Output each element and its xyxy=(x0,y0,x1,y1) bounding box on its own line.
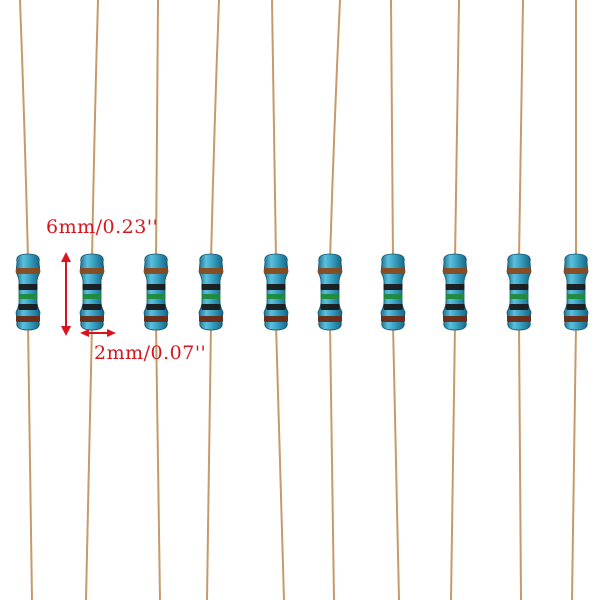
color-band xyxy=(199,316,223,322)
resistor xyxy=(563,0,589,600)
color-band xyxy=(264,316,288,322)
color-band xyxy=(509,294,529,299)
color-band xyxy=(443,268,467,274)
color-band xyxy=(566,304,586,310)
dimension-markers xyxy=(61,252,116,337)
resistor xyxy=(263,0,289,600)
color-band xyxy=(318,316,342,322)
color-band xyxy=(199,268,223,274)
color-band xyxy=(201,304,221,310)
lead-wire xyxy=(392,323,400,600)
resistor xyxy=(380,0,406,600)
height-arrow-head-top xyxy=(61,252,71,262)
lead-wire xyxy=(271,0,277,261)
lead-wire xyxy=(390,0,394,261)
color-band xyxy=(266,304,286,310)
color-band xyxy=(509,304,529,310)
color-band xyxy=(445,284,465,290)
color-band xyxy=(16,268,40,274)
color-band xyxy=(507,316,531,322)
color-band xyxy=(320,304,340,310)
resistor xyxy=(317,0,343,600)
color-band xyxy=(266,284,286,290)
lead-wire xyxy=(275,323,285,600)
color-band xyxy=(383,294,403,299)
resistor xyxy=(506,0,532,600)
resistor xyxy=(198,0,224,600)
color-band xyxy=(507,268,531,274)
resistor xyxy=(79,0,105,600)
color-band xyxy=(443,316,467,322)
color-band xyxy=(381,316,405,322)
lead-wire xyxy=(518,0,524,261)
color-band xyxy=(18,284,38,290)
height-dimension-label: 6mm/0.23'' xyxy=(46,216,159,238)
color-band xyxy=(82,304,102,310)
color-band xyxy=(383,284,403,290)
color-band xyxy=(383,304,403,310)
color-band xyxy=(564,268,588,274)
color-band xyxy=(146,284,166,290)
resistor xyxy=(442,0,468,600)
color-band xyxy=(264,268,288,274)
color-band xyxy=(266,294,286,299)
lead-wire xyxy=(329,0,341,261)
lead-wire xyxy=(19,0,29,261)
lead-wire xyxy=(329,323,335,600)
color-band xyxy=(18,304,38,310)
lead-wire xyxy=(210,0,220,261)
color-band xyxy=(144,316,168,322)
color-band xyxy=(146,294,166,299)
color-band xyxy=(566,294,586,299)
lead-wire xyxy=(91,0,99,261)
lead-wire xyxy=(450,323,456,600)
color-band xyxy=(18,294,38,299)
lead-wire xyxy=(571,323,577,600)
color-band xyxy=(82,294,102,299)
color-band xyxy=(146,304,166,310)
resistor xyxy=(143,0,169,600)
color-band xyxy=(445,304,465,310)
lead-wire xyxy=(206,323,212,600)
lead-wire xyxy=(155,323,161,600)
color-band xyxy=(445,294,465,299)
color-band xyxy=(320,294,340,299)
color-band xyxy=(82,284,102,290)
resistor-group xyxy=(15,0,589,600)
width-arrow-head-left xyxy=(80,329,89,337)
color-band xyxy=(201,294,221,299)
lead-wire xyxy=(85,323,93,600)
color-band xyxy=(564,316,588,322)
lead-wire xyxy=(518,323,522,600)
color-band xyxy=(80,316,104,322)
color-band xyxy=(509,284,529,290)
lead-wire xyxy=(27,323,33,600)
color-band xyxy=(16,316,40,322)
color-band xyxy=(144,268,168,274)
width-arrow-head-right xyxy=(107,329,116,337)
color-band xyxy=(318,268,342,274)
width-dimension-label: 2mm/0.07'' xyxy=(94,342,207,364)
lead-wire xyxy=(155,0,159,261)
color-band xyxy=(320,284,340,290)
color-band xyxy=(80,268,104,274)
color-band xyxy=(201,284,221,290)
height-arrow-head-bottom xyxy=(61,326,71,336)
color-band xyxy=(381,268,405,274)
lead-wire xyxy=(454,0,460,261)
color-band xyxy=(566,284,586,290)
resistor xyxy=(15,0,41,600)
